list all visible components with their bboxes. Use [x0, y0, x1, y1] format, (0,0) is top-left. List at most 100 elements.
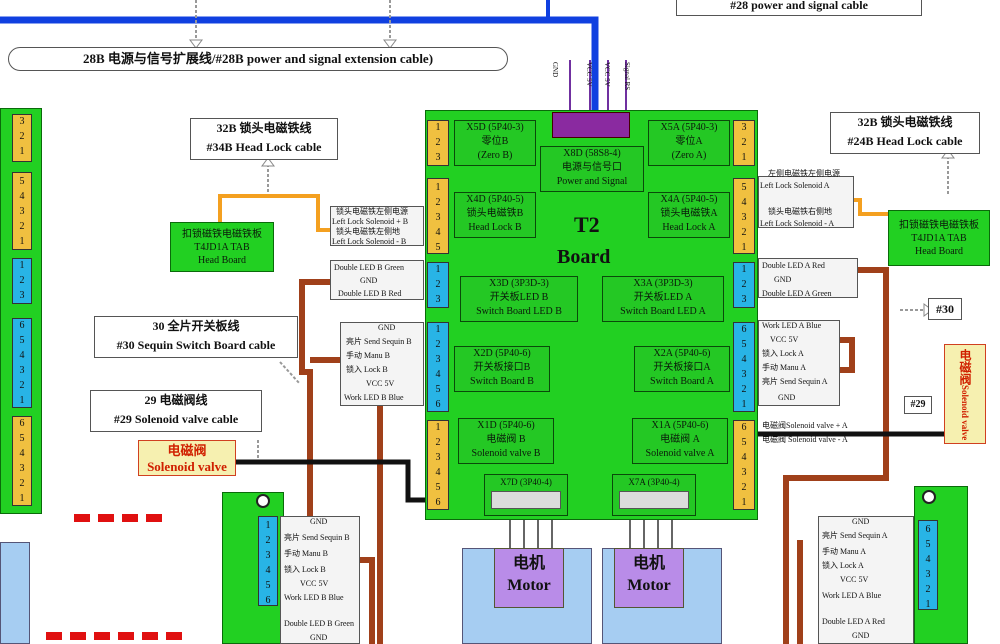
- pin-label-vcc2: VCC 5V: [603, 62, 611, 87]
- motor-b-socket: [491, 491, 561, 509]
- blue-power-bus: [0, 16, 599, 112]
- wire-lock-left-3: Left Lock Solenoid - B: [332, 237, 407, 246]
- wire-lock-left-1: Left Lock Solenoid + B: [332, 217, 409, 226]
- wire-ext-right-0: GND: [852, 517, 870, 526]
- wire-lock-right-3: Left Lock Solenoid - A: [760, 219, 835, 228]
- motor-a-socket: [619, 491, 689, 509]
- connector-x3a: [733, 262, 755, 308]
- left-edge-conn-1: [12, 114, 32, 162]
- module-motor-b: X7D (3P40-4): [484, 474, 568, 516]
- wire-switch-right-3: 手动 Manu A: [762, 363, 806, 372]
- wire-led-right-2: Double LED A Green: [762, 289, 832, 298]
- head-board-left: 扣锁磁铁电磁铁板 T4JD1A TAB Head Board: [170, 222, 274, 272]
- red-dash-10: [166, 632, 182, 640]
- pin-label-signal: Signal RS: [623, 62, 631, 91]
- brown-cable-left-ext: [360, 557, 375, 644]
- wire-switch-right-2: 锁入 Lock A: [762, 349, 804, 358]
- orange-cable-left: [218, 194, 330, 232]
- wire-switch-right-1: VCC 5V: [770, 335, 799, 344]
- wire-switch-right-5: GND: [778, 393, 796, 402]
- wire-led-right-0: Double LED A Red: [762, 261, 825, 270]
- dash-arrow-6: [279, 361, 301, 385]
- wire-switch-left-0: GND: [378, 323, 396, 332]
- module-power-signal: X8D (58S8-4) 电源与信号口 Power and Signal: [540, 146, 644, 192]
- wire-led-left-2: Double LED B Red: [338, 289, 402, 298]
- red-dash-1: [74, 514, 90, 522]
- connector-x1a: [733, 420, 755, 510]
- top-right-caption: #28 power and signal cable: [676, 0, 922, 16]
- wire-ext-right-3: 锁入 Lock A: [822, 561, 864, 570]
- wire-lock-right-2: 锁头电磁铁右侧地: [768, 207, 832, 216]
- tag-29: #29: [904, 396, 932, 414]
- switch-board-left-connector: [258, 516, 278, 606]
- wire-ext-left-1: 亮片 Send Sequin B: [284, 533, 350, 542]
- wire-led-right-1: GND: [774, 275, 792, 284]
- wire-stub-ext-right: [818, 516, 914, 644]
- wire-stub-led-right: [758, 258, 858, 298]
- wire-ext-left-2: 手动 Manu B: [284, 549, 328, 558]
- wire-stub-ext-left: [280, 516, 360, 644]
- wire-stub-led-left: [330, 260, 424, 300]
- connector-x2d: [427, 322, 449, 412]
- head-board-right: 扣锁磁铁电磁铁板 T4JD1A TAB Head Board: [888, 210, 990, 266]
- left-edge-conn-3: [12, 258, 32, 304]
- top-connector: [552, 112, 630, 138]
- callout-solenoid: 29 电磁阀线 #29 Solenoid valve cable: [90, 390, 262, 432]
- top-banner: 28B 电源与信号扩展线/#28B power and signal exten…: [8, 47, 508, 71]
- wire-switch-left-4: VCC 5V: [366, 379, 395, 388]
- wire-ext-right-4: VCC 5V: [840, 575, 869, 584]
- wire-lock-left-2: 锁头电磁铁左侧地: [336, 227, 400, 236]
- switch-knob-right-icon: [922, 490, 936, 504]
- left-edge-conn-5: [12, 416, 32, 506]
- motor-left: 电机 Motor: [494, 548, 564, 608]
- red-dash-8: [118, 632, 134, 640]
- wire-solenoid-right-0: 电磁阀Solenoid valve + A: [762, 421, 848, 430]
- red-dash-9: [142, 632, 158, 640]
- wire-switch-left-2: 手动 Manu B: [346, 351, 390, 360]
- solenoid-valve-right: 电磁阀 Solenoid valve: [944, 344, 986, 444]
- solenoid-valve-left: 电磁阀 Solenoid valve: [138, 440, 236, 476]
- wire-ext-right-7: GND: [852, 631, 870, 640]
- wire-switch-left-3: 锁入 Lock B: [346, 365, 388, 374]
- wire-ext-left-3: 锁入 Lock B: [284, 565, 326, 574]
- wire-stub-switch-right: [758, 320, 840, 406]
- module-zero-b: X5D (5P40-3)零位B(Zero B): [454, 120, 536, 166]
- left-edge-conn-2: [12, 172, 32, 250]
- red-dash-3: [122, 514, 138, 522]
- motor-right: 电机 Motor: [614, 548, 684, 608]
- left-edge-motor: [0, 542, 30, 644]
- wire-ext-right-6: Double LED A Red: [822, 617, 885, 626]
- wire-switch-left-5: Work LED B Blue: [344, 393, 404, 402]
- connector-x1d: [427, 420, 449, 510]
- left-edge-conn-4: [12, 318, 32, 408]
- arrowhead-2: [383, 39, 397, 49]
- wire-switch-right-4: 亮片 Send Sequin A: [762, 377, 828, 386]
- callout-switch-board: 30 全片开关板线 #30 Sequin Switch Board cable: [94, 316, 298, 358]
- module-zero-a: X5A (5P40-3)零位A(Zero A): [648, 120, 730, 166]
- wire-ext-left-4: VCC 5V: [300, 579, 329, 588]
- wire-lock-right-0: 左侧电磁铁左侧电源: [768, 169, 840, 178]
- wire-stub-lock-right: [758, 176, 854, 228]
- arrowhead-1: [189, 39, 203, 49]
- board-title: T2: [574, 212, 600, 237]
- callout-head-lock-right: 32B 锁头电磁铁线 #24B Head Lock cable: [830, 112, 980, 154]
- module-motor-a: X7A (3P40-4): [612, 474, 696, 516]
